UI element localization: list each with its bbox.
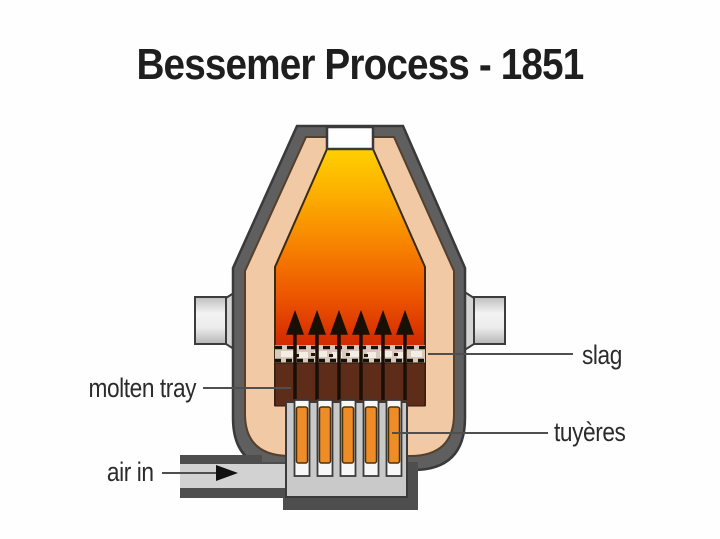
converter-mouth <box>325 125 375 151</box>
label-air-in-text: air in <box>107 457 154 487</box>
slag-speckles-light <box>281 351 422 358</box>
tuyere-rod <box>364 406 378 464</box>
label-molten-tray: molten tray <box>68 375 196 402</box>
air-flow-arrowhead-icon <box>216 465 238 481</box>
arrow-up-icon <box>352 309 370 400</box>
label-tuyeres-text: tuyères <box>554 417 626 447</box>
tuyere-rod <box>341 406 355 464</box>
molten-tray-layer <box>274 362 426 407</box>
label-tuyeres: tuyères <box>554 419 639 446</box>
tuyere-rods <box>295 406 401 464</box>
tuyere-rod <box>318 406 332 464</box>
arrow-up-icon <box>330 309 348 400</box>
arrow-up-icon <box>286 309 304 400</box>
label-slag-text: slag <box>582 340 622 370</box>
arrow-up-icon <box>396 309 414 400</box>
label-air-in: air in <box>98 459 154 486</box>
tuyere-rod <box>295 406 309 464</box>
page-title: Bessemer Process - 1851 <box>0 40 720 90</box>
slag-layer <box>275 345 425 363</box>
slag-speckles-dark <box>295 353 398 357</box>
label-molten-tray-text: molten tray <box>88 373 196 403</box>
arrow-up-icon <box>374 309 392 400</box>
air-blast-arrows <box>286 309 414 400</box>
tuyere-assembly <box>285 399 408 498</box>
air-pipe-interior <box>180 464 287 488</box>
trunnion-right-cylinder <box>473 296 506 345</box>
trunnion-left-cylinder <box>194 296 227 345</box>
tuyere-rod <box>387 406 401 464</box>
arrow-up-icon <box>308 309 326 400</box>
label-slag: slag <box>582 342 630 369</box>
page-title-text: Bessemer Process - 1851 <box>136 40 585 89</box>
pointer-lines <box>162 353 573 474</box>
